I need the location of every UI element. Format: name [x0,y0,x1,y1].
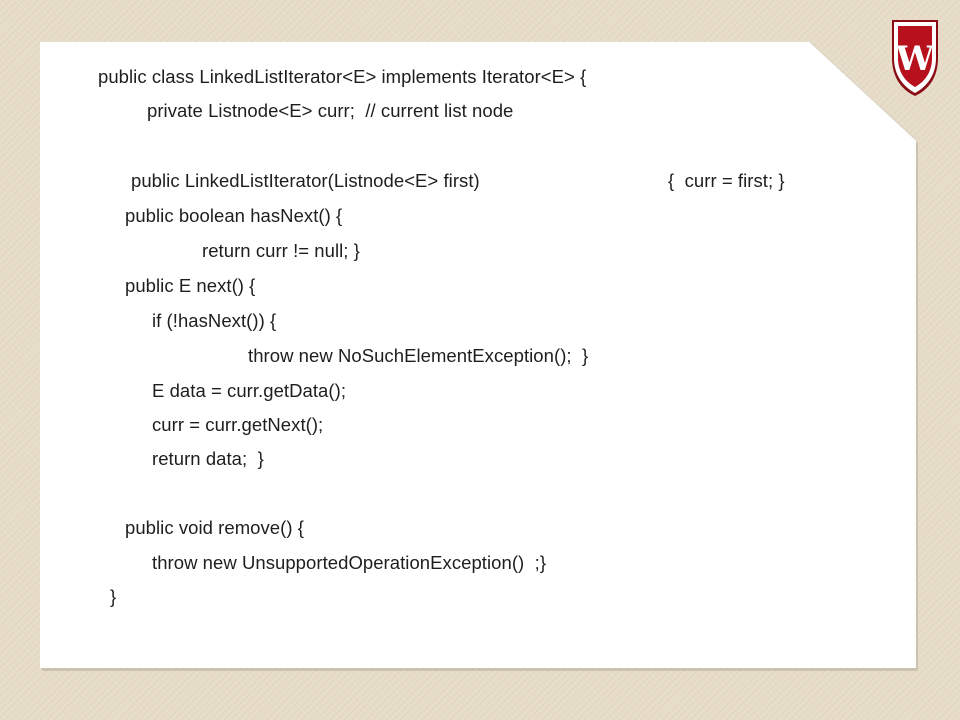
code-line-get-next: curr = curr.getNext(); [152,414,324,435]
code-line-remove-signature: public void remove() { [125,517,304,538]
code-line-class-declaration: public class LinkedListIterator<E> imple… [98,66,587,87]
code-line-hasnext-return: return curr != null; } [202,240,360,261]
code-line-curr-field: private Listnode<E> curr; // current lis… [147,100,514,121]
code-line-constructor-body: { curr = first; } [668,170,785,191]
code-line-next-signature: public E next() { [125,275,256,296]
code-line-hasnext-signature: public boolean hasNext() { [125,205,343,226]
code-line-return-data: return data; } [152,448,264,469]
code-line-constructor-signature: public LinkedListIterator(Listnode<E> fi… [131,170,480,191]
code-line-hasnext-check: if (!hasNext()) { [152,310,277,331]
crest-letter: W [895,39,935,79]
code-line-get-data: E data = curr.getData(); [152,380,347,401]
code-line-throw-unsupported: throw new UnsupportedOperationException(… [152,552,547,573]
slide-card [40,42,916,668]
code-line-throw-nosuchelement: throw new NoSuchElementException(); } [248,345,589,366]
page-fold-corner [810,42,916,140]
university-crest-icon: W [892,20,938,96]
code-line-closing-brace: } [110,586,117,607]
